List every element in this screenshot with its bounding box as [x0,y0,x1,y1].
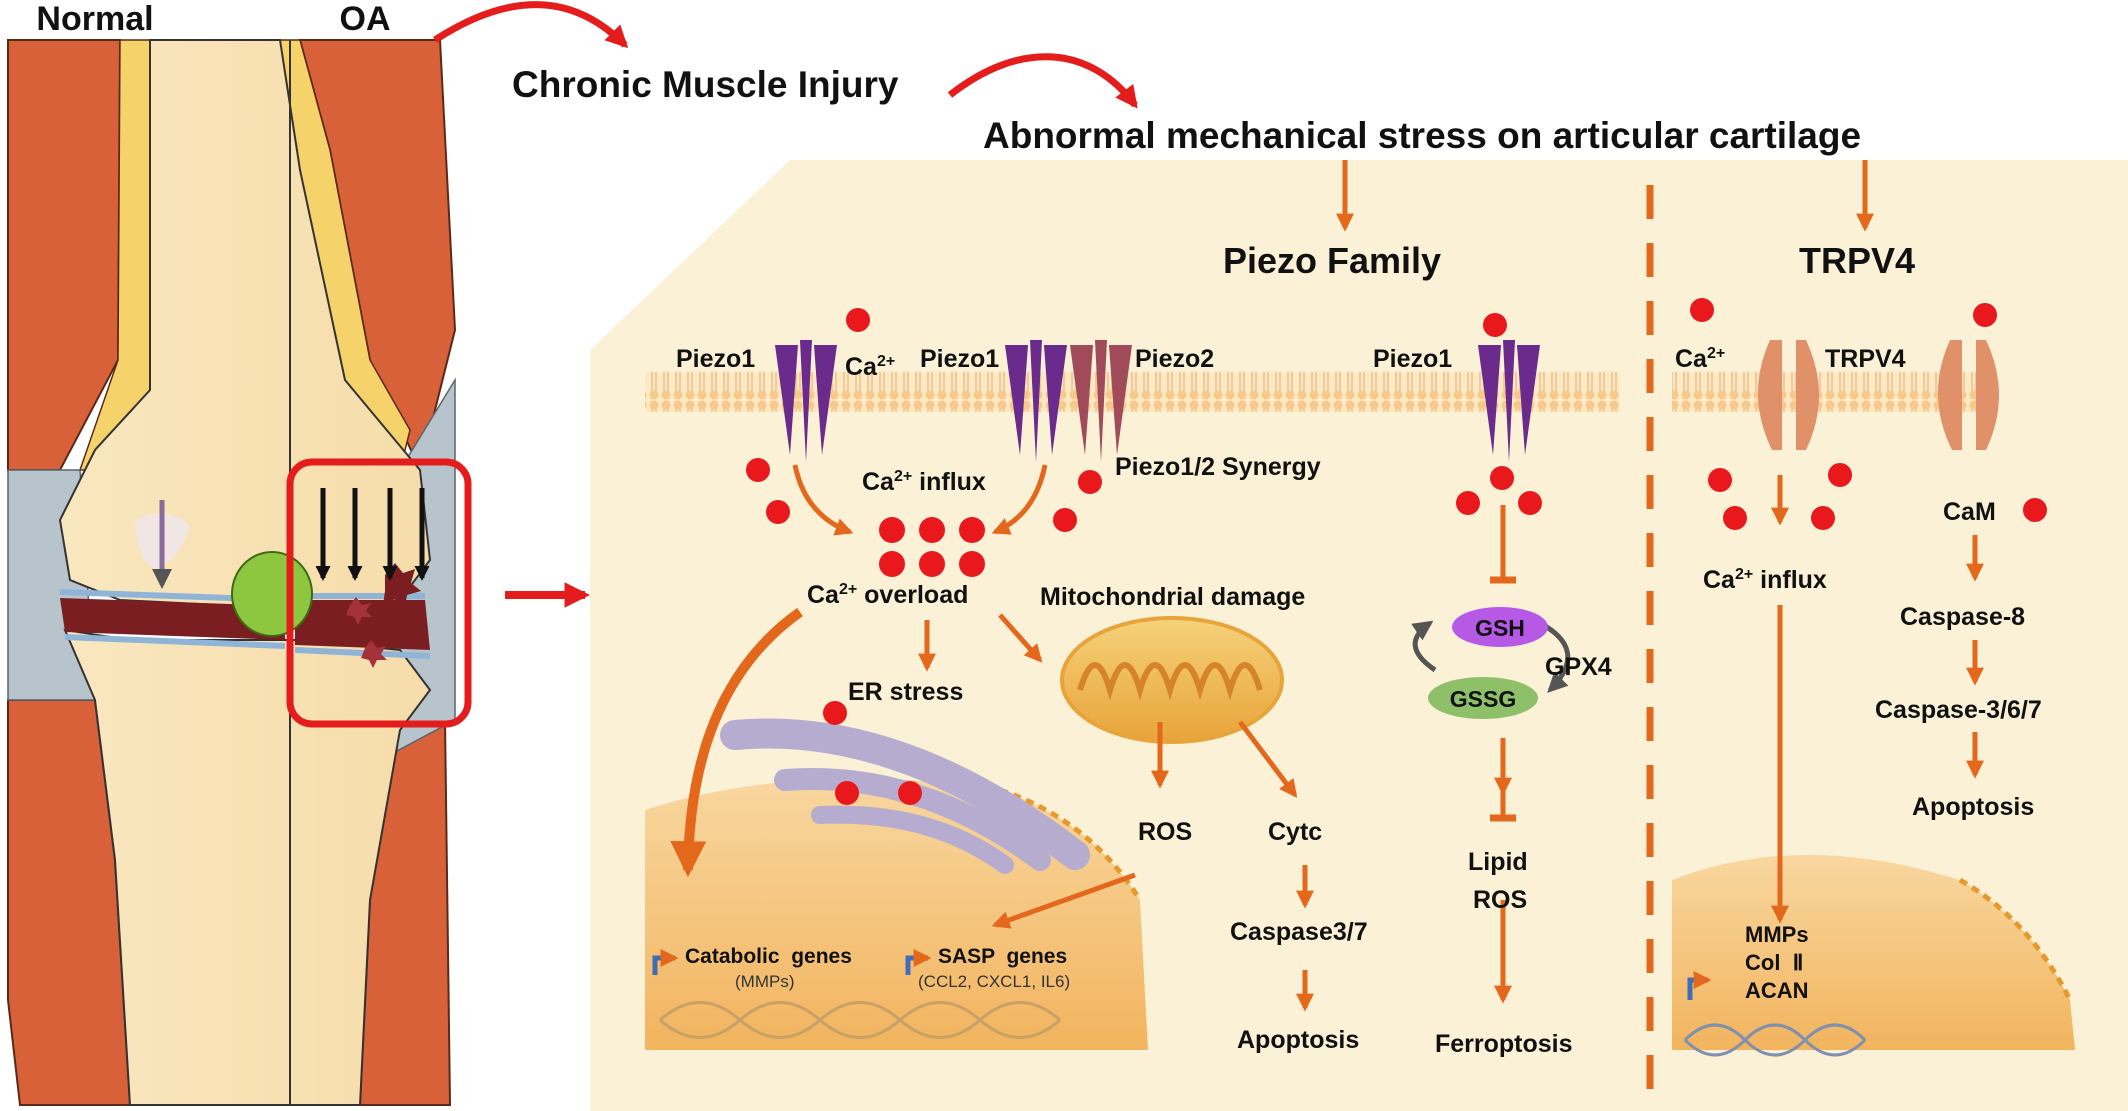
label-ferroptosis: Ferroptosis [1435,1030,1573,1058]
piezo1-channel-a [775,340,837,462]
trpv4-channel-a [1757,340,1819,450]
label-er-stress: ER stress [848,678,963,706]
gene-arrow-catabolic [652,949,679,975]
label-ca-overload: Ca2+ overload [807,581,968,609]
label-col2: Col Ⅱ [1745,950,1804,975]
label-ca-influx: Ca2+ influx [862,468,986,496]
calcium-ions [746,298,2047,805]
label-catabolic-sub: (MMPs) [735,972,794,991]
label-trpv4-ca-influx: Ca2+ influx [1703,566,1827,594]
nucleus-right [1672,855,2075,1057]
label-catabolic-genes: Catabolic genes [685,945,852,968]
piezo1-channel-b [1005,340,1067,462]
tibia [63,628,432,1106]
gsh-cycle-arrow-right [1538,620,1571,693]
label-ca-a: Ca2+ [845,353,895,381]
label-mmps: MMPs [1745,922,1809,947]
label-apoptosis-trpv4: Apoptosis [1912,793,2034,821]
label-caspase37: Caspase3/7 [1230,918,1368,946]
piezo-family-title: Piezo Family [1223,240,1441,281]
label-lipid: Lipid [1468,848,1528,876]
meniscus [231,551,313,637]
mitochondrion [1060,616,1284,744]
gene-arrow-sasp [905,949,932,975]
label-apoptosis-piezo: Apoptosis [1237,1026,1359,1054]
chronic-muscle-injury: Chronic Muscle Injury [512,64,899,105]
gene-arrow-trpv4 [1687,971,1712,1000]
label-piezo1-a: Piezo1 [676,345,755,373]
label-cytc: Cytc [1268,818,1322,846]
gsh-node [1452,607,1548,647]
piezo2-channel [1070,340,1132,462]
label-cam: CaM [1943,498,1996,526]
label-piezo1-b: Piezo1 [920,345,999,373]
label-gssg: GSSG [1450,686,1516,712]
label-gpx4: GPX4 [1545,653,1612,681]
abnormal-stress-title: Abnormal mechanical stress on articular … [983,115,1861,156]
label-gsh: GSH [1475,615,1525,641]
label-sasp-genes: SASP genes [938,945,1067,968]
chronic-to-stress-arrow [947,53,1138,109]
trpv4-channel-b [1937,340,1999,450]
muscle-left-upper [7,39,122,471]
dna-helix [659,1001,1061,1039]
label-caspase8: Caspase-8 [1900,603,2025,631]
oa-highlight-box [286,458,472,728]
force-arrows [315,488,430,581]
normal-label: Normal [36,0,153,38]
piezo1-channel-c [1478,340,1540,462]
label-mitochondrial-damage: Mitochondrial damage [1040,583,1305,611]
oa-to-chronic-arrow [433,1,629,49]
gssg-node [1428,677,1538,719]
gsh-cycle-arrow-left [1411,620,1437,673]
label-caspase367: Caspase-3/6/7 [1875,696,2042,724]
label-trpv4-ca: Ca2+ [1675,345,1725,373]
knee-illustration: Normal OA [0,0,472,1111]
label-acan: ACAN [1745,978,1809,1003]
label-trpv4-channel: TRPV4 [1825,345,1906,373]
label-piezo2: Piezo2 [1135,345,1214,373]
label-piezo1-c: Piezo1 [1373,345,1452,373]
label-sasp-sub: (CCL2, CXCL1, IL6) [918,972,1070,991]
label-ros: ROS [1138,818,1192,846]
label-piezo-synergy: Piezo1/2 Synergy [1115,453,1321,481]
inhibition-symbols [1490,505,1516,822]
label-lipid-ros: ROS [1473,886,1527,914]
oa-label: OA [340,0,391,38]
trpv4-title: TRPV4 [1799,240,1915,281]
